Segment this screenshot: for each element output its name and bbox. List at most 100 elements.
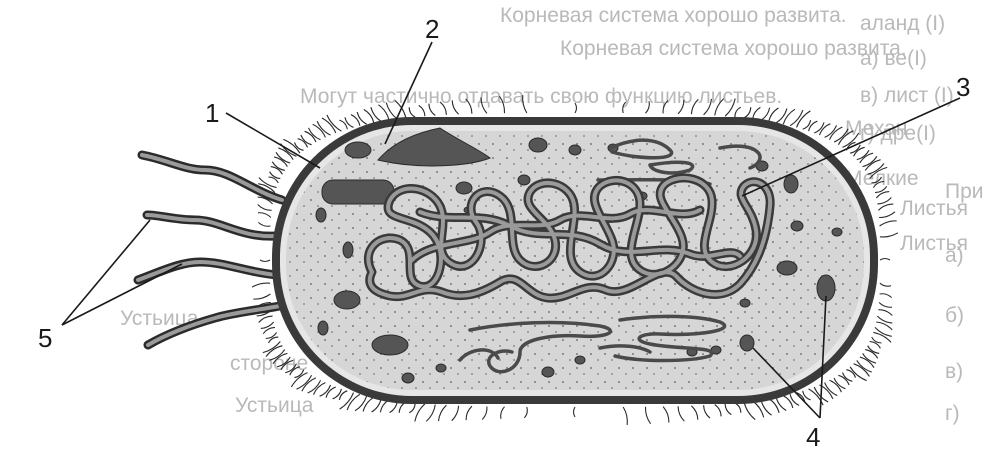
pilus [295,142,304,150]
pilus [623,407,627,425]
pilus [790,110,803,126]
inclusion [456,182,472,194]
bg-text-line: б) [945,304,964,327]
bg-text-line: в) лист (I) [860,84,954,107]
label-3: 3 [956,72,970,102]
pilus [880,294,892,298]
pilus [854,147,865,156]
inclusion [569,145,581,155]
inclusion [542,367,554,377]
pilus [753,107,761,119]
pilus [253,294,270,299]
pilus [761,108,770,120]
pilus [880,259,890,261]
bg-text-line: Корневая система хорошо развита. [560,37,907,60]
pilus [735,107,741,117]
pilus [744,402,755,420]
inclusion [518,175,530,185]
pilus [326,387,336,398]
pilus [880,233,898,237]
pilus [524,407,527,418]
inclusion [318,321,328,335]
inclusion [322,180,394,204]
pilus [466,406,472,420]
bg-text-line: а) ве(I) [860,47,927,70]
pilus [875,327,892,336]
pilus [305,131,316,142]
pilus [878,204,893,210]
pilus [725,404,731,415]
pilus [744,107,751,118]
pilus [439,405,447,421]
pilus [409,403,415,413]
pilus [409,107,415,117]
inclusion [791,221,803,231]
pilus [663,407,669,423]
inclusion [343,242,353,258]
pilus [258,222,270,226]
pilus [259,316,273,322]
pilus [735,403,741,413]
bg-text-line: стороне [230,352,308,375]
pilus [678,406,684,421]
bg-text-line: При ... [945,180,990,203]
pilus [355,396,367,411]
pilus [880,221,897,226]
pilus [880,283,891,286]
pilus [259,178,277,188]
bg-text-line: а) [945,244,964,267]
pilus [501,407,505,419]
inclusion [372,335,408,355]
bg-text-line: Устьица [235,394,314,417]
pilus [691,406,697,420]
inclusion [334,291,360,309]
pilus [301,135,312,145]
pilus [260,260,270,262]
inclusion [316,208,326,222]
pilus [298,139,308,148]
inclusion [529,138,547,152]
pilus [843,373,853,382]
pilus [704,405,710,418]
inclusion [740,335,754,351]
pilus [452,406,459,421]
pilus [347,394,360,410]
pilus [877,198,891,204]
pilus [320,385,331,396]
pilus [271,167,283,175]
bg-text-line: аланд (I) [860,12,945,35]
leader-line-1 [226,113,320,168]
flagellum [142,155,282,200]
bg-text-line: г) [945,402,960,425]
pilus [426,405,435,422]
label-1: 1 [205,98,219,128]
pilus [878,310,892,316]
pilus [820,124,831,135]
inclusion [740,299,750,307]
pilus [868,346,880,354]
inclusion [402,373,414,383]
pilus [783,109,795,124]
pilus [575,103,577,113]
label-2: 2 [425,14,439,44]
label-4: 4 [806,422,820,452]
pilus [415,404,425,422]
pilus [879,212,895,218]
inclusion [832,228,842,236]
bg-text-line: в) [945,360,963,383]
pilus [372,399,382,412]
pilus [879,303,892,308]
pilus [482,407,487,420]
pilus [769,108,779,121]
pilus [877,316,892,323]
pilus [715,405,721,417]
pilus [252,283,270,287]
pilus [258,205,272,211]
pilus [838,375,849,385]
inclusion [575,356,585,364]
pilus [645,407,650,424]
pilus [574,407,576,417]
pilus [834,378,845,389]
